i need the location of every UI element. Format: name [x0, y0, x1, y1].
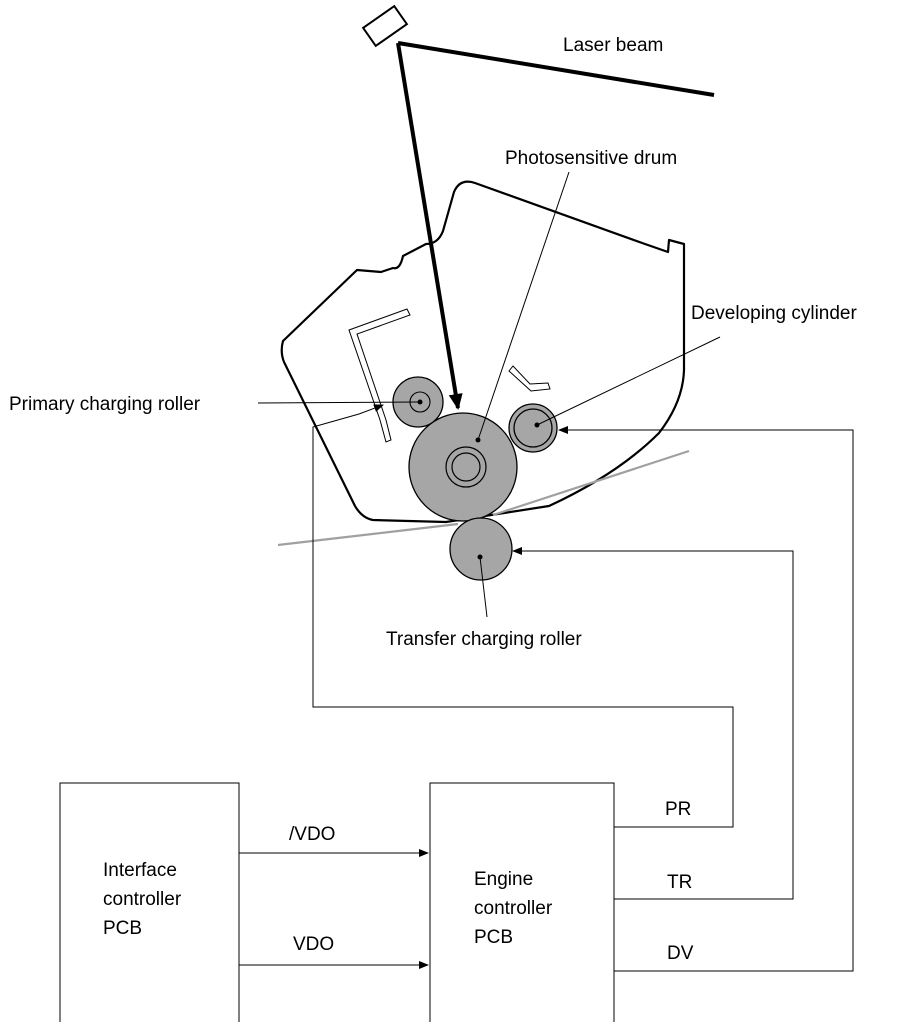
transfer-charging-roller: [449, 517, 513, 581]
transfer-leader: [479, 556, 488, 618]
interface-label-line2: controller: [103, 889, 182, 910]
engine-label-line2: controller: [474, 898, 553, 919]
engine-label-line1: Engine: [474, 869, 533, 890]
interface-controller-pcb-box: [59, 782, 240, 1022]
developing-blade: [508, 365, 551, 392]
tr-label: TR: [667, 872, 692, 893]
scanner-mirror: [361, 4, 409, 48]
pcr-leader: [257, 401, 419, 404]
transfer-charging-roller-label: Transfer charging roller: [386, 629, 582, 650]
cartridge-housing: [280, 180, 686, 524]
pcr-blade: [348, 308, 411, 443]
paper-path-exit: [492, 449, 690, 517]
pr-wire: [312, 404, 734, 828]
primary-charging-roller-label: Primary charging roller: [9, 394, 201, 415]
paper-path-entry: [277, 522, 459, 547]
drum-leader: [477, 171, 570, 441]
vdo-inv-label: /VDO: [289, 824, 335, 845]
engine-box-label: Engine controller PCB: [474, 869, 557, 948]
pr-label: PR: [665, 799, 691, 820]
dv-label: DV: [667, 943, 694, 964]
vdo-label: VDO: [293, 934, 334, 955]
engine-controller-pcb-box: [429, 782, 615, 1022]
developing-cylinder-ring: [513, 408, 553, 448]
laser-beam-incoming: [397, 41, 715, 97]
dv-wire: [558, 426, 854, 972]
drum-hub-outer: [445, 446, 487, 488]
tr-wire: [512, 547, 794, 900]
pcr-dot: [417, 399, 423, 405]
interface-box-label: Interface controller PCB: [103, 860, 186, 939]
photosensitive-drum: [408, 412, 518, 522]
laser-beam-to-drum: [396, 42, 463, 410]
interface-label-line1: Interface: [103, 860, 177, 881]
developing-cylinder: [508, 403, 558, 453]
drum-hub-inner: [451, 452, 481, 482]
engine-label-line3: PCB: [474, 927, 513, 948]
interface-label-line3: PCB: [103, 918, 142, 939]
photosensitive-drum-label: Photosensitive drum: [505, 148, 677, 169]
developing-leader: [536, 336, 721, 426]
laser-beam-label: Laser beam: [563, 35, 663, 56]
developing-cylinder-label: Developing cylinder: [691, 303, 857, 324]
